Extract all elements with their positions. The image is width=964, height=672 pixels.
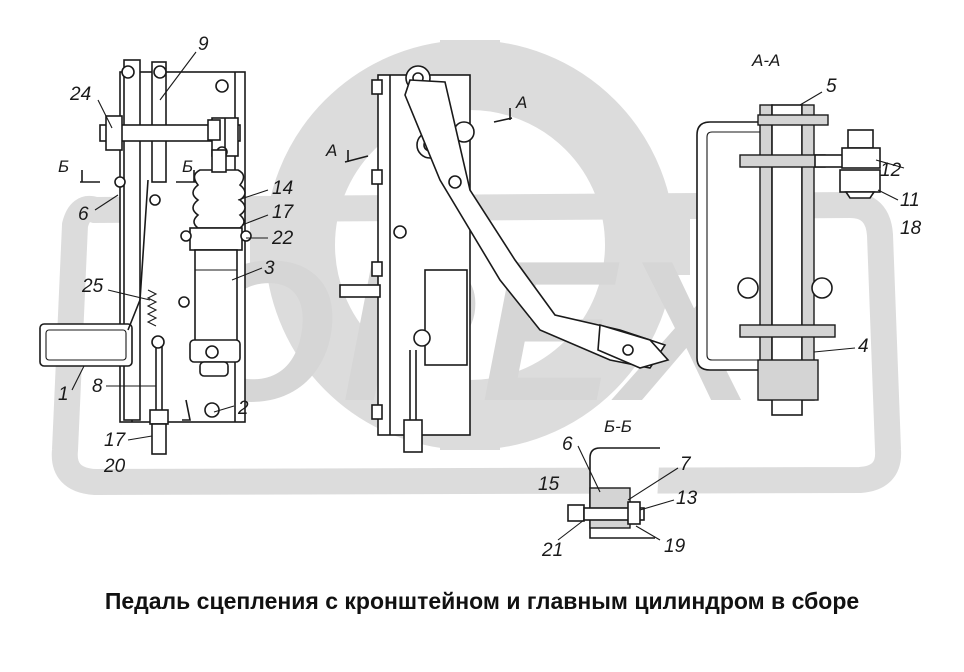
bushing-left: [759, 104, 773, 401]
callout-18: 18: [900, 218, 922, 239]
section-a-marker-left: А: [325, 141, 337, 160]
callout-21: 21: [541, 540, 563, 561]
callout-6b: 6: [562, 434, 573, 455]
callout-17b: 17: [104, 430, 127, 451]
callout-3: 3: [264, 258, 275, 279]
callout-labels: 9 24 6 14 17 22 3 25 1 8 2 17 20 5 12 11…: [58, 34, 922, 561]
callout-13: 13: [676, 488, 698, 509]
callout-15: 15: [538, 474, 560, 495]
bushing-right: [801, 104, 815, 401]
callout-8: 8: [92, 376, 103, 397]
cylinder-side: [424, 269, 468, 366]
section-b-marker-left: Б: [58, 157, 69, 176]
callout-1: 1: [58, 384, 69, 405]
callout-11: 11: [900, 190, 920, 211]
callout-9: 9: [198, 34, 209, 55]
section-bb: [567, 447, 660, 539]
callout-22: 22: [271, 228, 294, 249]
section-bb-title: Б-Б: [604, 417, 632, 436]
channel-profile: [696, 121, 760, 371]
cylinder-flange: [189, 227, 243, 251]
section-aa: [696, 104, 881, 416]
section-b-marker-right: Б: [182, 157, 193, 176]
watermark-text: OPEX: [180, 220, 764, 443]
left-view-assembly: [39, 59, 252, 455]
return-spring-25: [146, 289, 158, 327]
callout-7: 7: [680, 454, 692, 475]
middle-view-assembly: [339, 65, 670, 453]
section-markers: А-А Б-Б А А Б Б: [58, 51, 780, 436]
callout-24: 24: [69, 84, 91, 105]
callout-6: 6: [78, 204, 89, 225]
section-a-marker-right: А: [515, 93, 527, 112]
dust-boot-14: [192, 169, 246, 229]
leader-lines: [71, 51, 905, 541]
rod-9: [151, 61, 167, 183]
callout-5: 5: [826, 76, 837, 97]
inlet-fitting: [339, 284, 381, 298]
callout-4: 4: [858, 336, 869, 357]
callout-2: 2: [237, 398, 249, 419]
nut-12: [847, 129, 874, 149]
callout-25: 25: [81, 276, 104, 297]
section-aa-title: А-А: [751, 51, 780, 70]
pedal-shaft: [99, 124, 241, 142]
pedal-pad-side: [597, 323, 670, 369]
callout-19: 19: [664, 536, 686, 557]
callout-12: 12: [880, 160, 902, 181]
callout-17: 17: [272, 202, 295, 223]
nut-11: [839, 169, 881, 193]
pedal-pad-1: [39, 323, 133, 367]
callout-20: 20: [103, 456, 126, 477]
bolt-head-15: [567, 504, 585, 522]
figure-caption: Педаль сцепления с кронштейном и главным…: [104, 588, 860, 614]
callout-14: 14: [272, 178, 293, 199]
